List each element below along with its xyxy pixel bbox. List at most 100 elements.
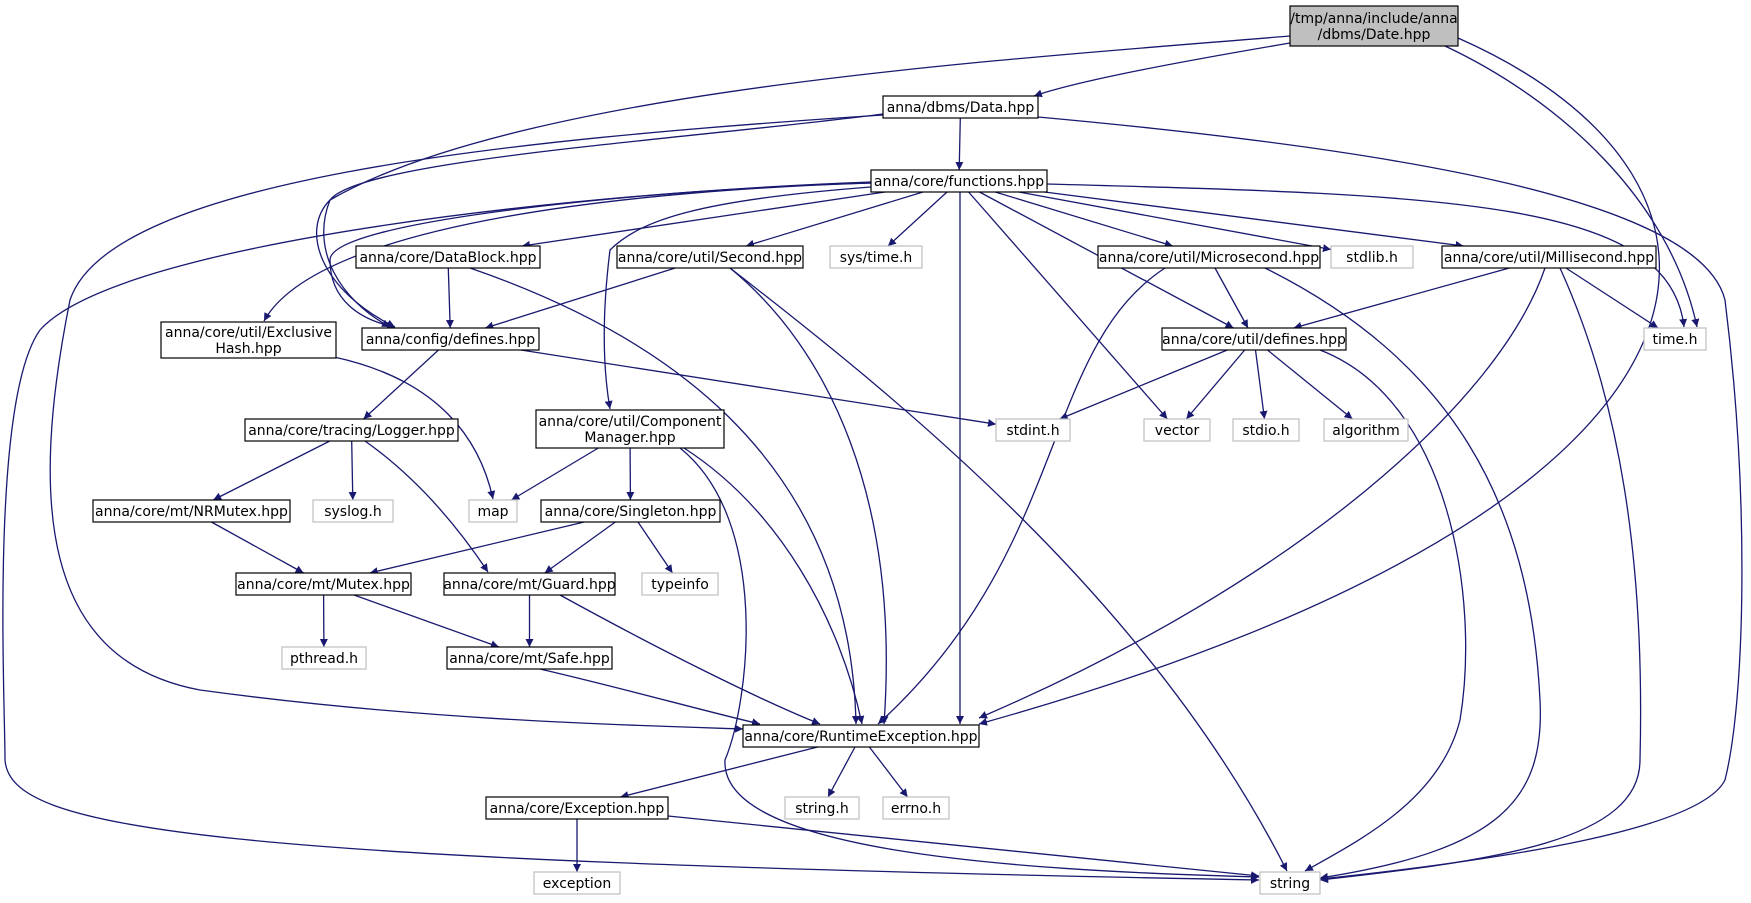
- node-label-exclusive-line-2: Hash.hpp: [215, 341, 281, 357]
- edge-utildefines-to-stdint: [1059, 349, 1228, 420]
- edge-functions-to-vector: [968, 191, 1168, 420]
- node-singleton[interactable]: anna/core/Singleton.hpp: [540, 499, 721, 523]
- edge-runtime-to-exception_hpp: [620, 746, 818, 799]
- node-datablock[interactable]: anna/core/DataBlock.hpp: [355, 245, 541, 269]
- node-label-component-line-1: anna/core/util/Component: [539, 414, 722, 430]
- edge-datablock-to-configdefines: [445, 267, 454, 329]
- edge-functions-to-component: [603, 186, 872, 410]
- node-label-pthread: pthread.h: [290, 651, 358, 667]
- node-box-data: [882, 95, 1039, 119]
- node-guard[interactable]: anna/core/mt/Guard.hpp: [443, 572, 616, 596]
- node-mutex[interactable]: anna/core/mt/Mutex.hpp: [235, 572, 412, 596]
- node-stdio: stdio.h: [1232, 418, 1300, 442]
- edge-date-to-data: [1033, 42, 1291, 98]
- node-map: map: [468, 499, 518, 523]
- edge-date-to-timeh: [1444, 45, 1700, 328]
- node-runtime[interactable]: anna/core/RuntimeException.hpp: [742, 724, 980, 748]
- node-label-component-line-2: Manager.hpp: [584, 430, 675, 446]
- edge-component-to-string: [679, 447, 1260, 881]
- edge-microsecond-to-utildefines: [1214, 267, 1249, 329]
- node-millisecond[interactable]: anna/core/util/Millisecond.hpp: [1441, 245, 1657, 269]
- node-box-runtime: [742, 724, 980, 748]
- node-microsecond[interactable]: anna/core/util/Microsecond.hpp: [1097, 245, 1321, 269]
- node-label-guard: anna/core/mt/Guard.hpp: [443, 577, 615, 593]
- edge-singleton-to-typeinfo: [637, 521, 674, 574]
- edge-functions-to-timeh: [1046, 183, 1688, 328]
- edge-logger-to-guard: [364, 440, 489, 573]
- edge-functions-to-string: [2, 182, 1260, 884]
- edge-utildefines-to-algorithm: [1267, 349, 1353, 420]
- edge-nrmutex-to-mutex: [211, 521, 304, 574]
- node-box-errno: [882, 796, 950, 820]
- edge-singleton-to-mutex: [369, 521, 585, 576]
- node-box-stringh: [784, 796, 860, 820]
- edge-configdefines-to-stdint: [520, 349, 997, 427]
- edge-functions-to-second: [745, 191, 924, 248]
- node-label-syslog: syslog.h: [324, 504, 382, 520]
- node-pthread: pthread.h: [281, 646, 367, 670]
- node-box-stdlib: [1330, 245, 1414, 269]
- node-label-algorithm: algorithm: [1332, 423, 1400, 439]
- edge-microsecond-to-runtime: [877, 267, 1166, 725]
- edge-runtime-to-errno: [868, 746, 909, 798]
- node-timeh: time.h: [1643, 327, 1707, 351]
- node-logger[interactable]: anna/core/tracing/Logger.hpp: [244, 418, 459, 442]
- node-box-configdefines: [361, 327, 540, 351]
- node-box-pthread: [281, 646, 367, 670]
- node-box-map: [468, 499, 518, 523]
- node-box-date: [1289, 5, 1459, 47]
- node-box-functions: [870, 169, 1048, 193]
- node-stdint: stdint.h: [995, 418, 1071, 442]
- node-label-date-line-2: /dbms/Date.hpp: [1318, 27, 1431, 43]
- node-utildefines[interactable]: anna/core/util/defines.hpp: [1161, 327, 1347, 351]
- node-box-exception: [533, 871, 621, 895]
- node-label-second: anna/core/util/Second.hpp: [618, 250, 802, 266]
- node-label-errno: errno.h: [891, 801, 941, 817]
- node-label-stdlib: stdlib.h: [1346, 250, 1398, 266]
- node-label-safe: anna/core/mt/Safe.hpp: [449, 651, 610, 667]
- node-box-vector: [1143, 418, 1211, 442]
- node-label-microsecond: anna/core/util/Microsecond.hpp: [1099, 250, 1319, 266]
- node-exception_hpp[interactable]: anna/core/Exception.hpp: [485, 796, 669, 820]
- node-safe[interactable]: anna/core/mt/Safe.hpp: [446, 646, 613, 670]
- edge-exception_hpp-to-string: [667, 815, 1260, 880]
- edge-component-to-runtime: [683, 447, 865, 725]
- node-label-singleton: anna/core/Singleton.hpp: [545, 504, 717, 520]
- node-label-typeinfo: typeinfo: [651, 577, 709, 593]
- node-functions[interactable]: anna/core/functions.hpp: [870, 169, 1048, 193]
- node-syslog: syslog.h: [312, 499, 394, 523]
- node-label-date-line-1: /tmp/anna/include/anna: [1290, 11, 1457, 27]
- edge-mutex-to-safe: [353, 594, 500, 649]
- edge-data-to-string: [1037, 116, 1743, 883]
- node-systime: sys/time.h: [829, 245, 923, 269]
- edge-second-to-configdefines: [485, 267, 676, 330]
- node-date[interactable]: /tmp/anna/include/anna/dbms/Date.hpp: [1289, 5, 1459, 47]
- edge-functions-to-microsecond: [995, 191, 1173, 248]
- node-configdefines[interactable]: anna/config/defines.hpp: [361, 327, 540, 351]
- edge-data-to-configdefines: [323, 113, 884, 328]
- node-box-utildefines: [1161, 327, 1347, 351]
- node-label-millisecond: anna/core/util/Millisecond.hpp: [1444, 250, 1654, 266]
- node-label-stringh: string.h: [795, 801, 849, 817]
- node-box-singleton: [540, 499, 721, 523]
- node-label-datablock: anna/core/DataBlock.hpp: [359, 250, 536, 266]
- node-label-exclusive-line-1: anna/core/util/Exclusive: [165, 325, 332, 341]
- node-label-timeh: time.h: [1653, 332, 1698, 348]
- node-box-second: [616, 245, 804, 269]
- node-data[interactable]: anna/dbms/Data.hpp: [882, 95, 1039, 119]
- edge-component-to-map: [511, 447, 599, 501]
- node-second[interactable]: anna/core/util/Second.hpp: [616, 245, 804, 269]
- node-stringh: string.h: [784, 796, 860, 820]
- node-label-vector: vector: [1155, 423, 1200, 439]
- node-box-algorithm: [1323, 418, 1409, 442]
- edge-functions-to-datablock: [521, 191, 886, 249]
- node-nrmutex[interactable]: anna/core/mt/NRMutex.hpp: [92, 499, 291, 523]
- node-box-mutex: [235, 572, 412, 596]
- edge-functions-to-stdlib: [1018, 191, 1332, 252]
- node-box-nrmutex: [92, 499, 291, 523]
- node-label-stdio: stdio.h: [1242, 423, 1289, 439]
- node-box-stdint: [995, 418, 1071, 442]
